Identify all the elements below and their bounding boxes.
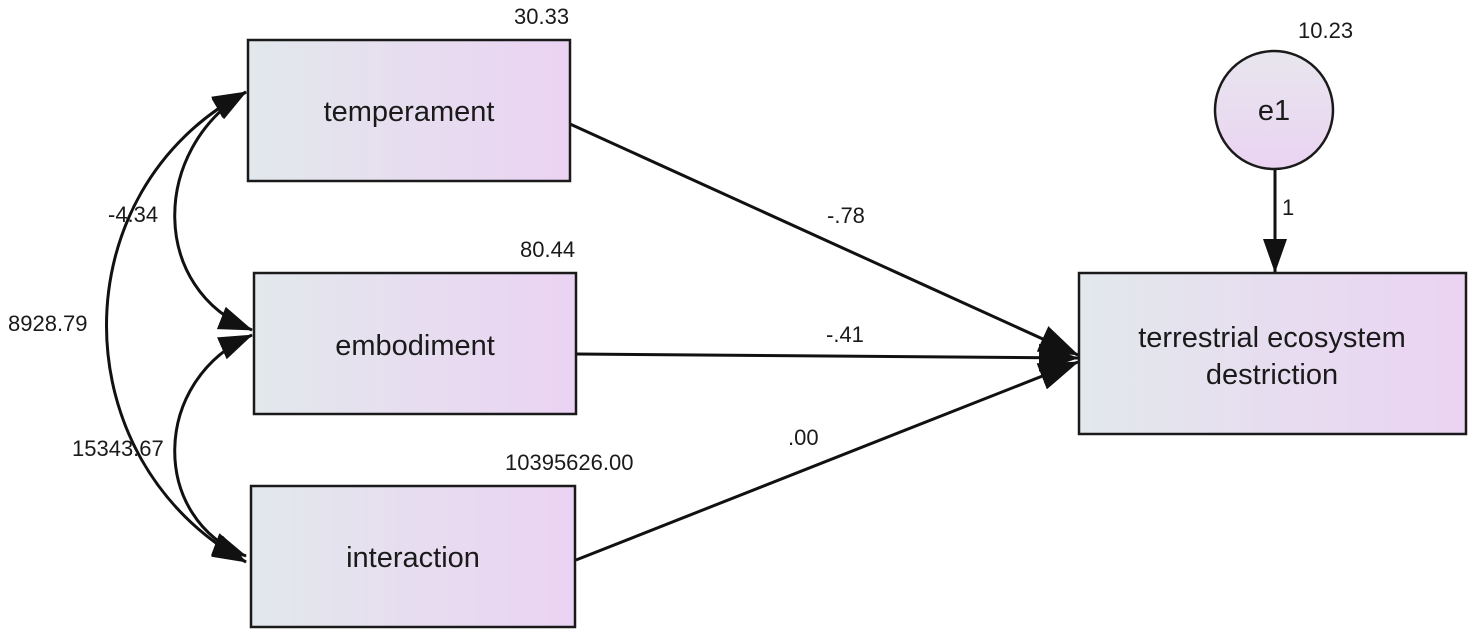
label-outcome-line1: terrestrial ecosystem <box>1138 322 1406 354</box>
box-embodiment[interactable] <box>252 271 578 416</box>
path-temperament-to-outcome <box>569 122 1079 357</box>
variance-error: 10.23 <box>1298 18 1353 43</box>
box-interaction[interactable] <box>249 484 577 629</box>
label-error-e1: e1 <box>1258 95 1290 127</box>
coef-embodiment-outcome: -.41 <box>826 322 864 347</box>
cov-temperament-interaction: 8928.79 <box>8 311 88 336</box>
label-temperament: temperament <box>324 96 495 128</box>
variance-interaction: 10395626.00 <box>505 450 633 475</box>
label-interaction: interaction <box>346 542 480 574</box>
coef-temperament-outcome: -.78 <box>827 203 865 228</box>
cov-temperament-embodiment: -4.34 <box>108 202 158 227</box>
box-temperament[interactable] <box>246 38 572 183</box>
cov-embodiment-interaction: 15343.67 <box>72 436 164 461</box>
covariance-curve-embodiment-interaction <box>173 333 253 558</box>
box-outcome[interactable] <box>1077 271 1468 436</box>
coef-interaction-outcome: .00 <box>788 425 819 450</box>
label-embodiment: embodiment <box>335 330 495 362</box>
path-embodiment-to-outcome <box>575 343 1079 372</box>
covariance-curve-temperament-interaction <box>105 90 247 564</box>
circle-error-e1[interactable] <box>1213 49 1335 171</box>
path-interaction-to-outcome <box>575 360 1079 562</box>
label-outcome-line2: destriction <box>1206 359 1338 391</box>
variance-temperament: 30.33 <box>514 4 569 29</box>
coef-error-outcome: 1 <box>1282 195 1294 220</box>
variance-embodiment: 80.44 <box>520 237 575 262</box>
covariance-curve-temperament-embodiment <box>173 90 253 332</box>
